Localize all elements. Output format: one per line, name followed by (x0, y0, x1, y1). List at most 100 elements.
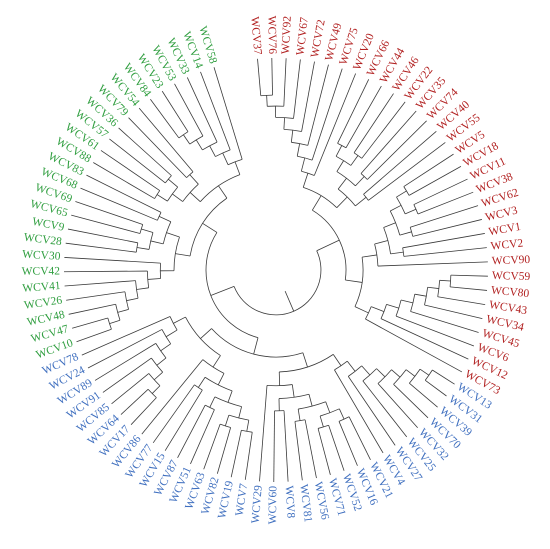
branch-stem (218, 185, 228, 199)
branch-stem (403, 153, 454, 187)
branch-stem (408, 166, 462, 196)
branch-stem (301, 61, 315, 132)
branch-stem (390, 204, 402, 212)
branch-stem (216, 427, 232, 474)
branch-stem (328, 425, 345, 471)
branch-arc (297, 155, 313, 161)
branch-stem (353, 93, 394, 154)
branch-stem (432, 369, 455, 385)
branch-arc (354, 257, 364, 307)
branch-stem (153, 371, 163, 381)
branch-stem (224, 414, 230, 427)
branch-stem (425, 379, 447, 397)
branch-stem (346, 360, 356, 372)
branch-stem (427, 286, 439, 289)
root-stem (284, 290, 295, 312)
branch-stem (409, 382, 438, 408)
branch-stem (266, 95, 268, 107)
branch-stem (168, 178, 178, 188)
branch-stem (437, 296, 486, 306)
branch-stem (360, 110, 417, 174)
branch-arc (337, 142, 347, 149)
branch-arc (227, 158, 243, 166)
branch-stem (450, 286, 488, 291)
branch-stem (390, 251, 404, 255)
branch-stem (307, 64, 329, 146)
branch-stem (410, 205, 479, 228)
branch-stem (419, 368, 430, 376)
branch-arc (403, 186, 410, 196)
branch-stem (362, 254, 377, 258)
branch-stem (200, 328, 212, 339)
branch-stem (336, 196, 348, 208)
branch-stem (391, 369, 401, 378)
branch-stem (246, 420, 250, 432)
branch-stem (361, 101, 406, 159)
branch-stem (80, 187, 158, 221)
leaf-label: WCV30 (22, 249, 61, 263)
branch-stem (335, 145, 343, 157)
branch-stem (376, 368, 386, 378)
branch-stem (195, 139, 203, 151)
leaf-label: WCV8 (283, 485, 297, 518)
branch-stem (189, 174, 199, 185)
branch-arc (334, 360, 348, 371)
leaf-label: WCV26 (23, 294, 63, 311)
branch-arc (211, 328, 304, 358)
tree-branches (64, 58, 488, 482)
branch-stem (355, 196, 367, 207)
branch-arc (395, 299, 402, 317)
branch-stem (405, 369, 416, 377)
branch-stem (71, 214, 141, 234)
branch-arc (312, 209, 347, 281)
branch-arc (215, 149, 231, 157)
leaf-label: WCV42 (22, 265, 61, 277)
branch-stem (150, 98, 180, 139)
branch-arc (194, 384, 203, 391)
branch-arc (260, 94, 273, 97)
branch-stem (259, 385, 268, 482)
branch-arc (199, 174, 241, 202)
branch-stem (64, 270, 148, 273)
branch-stem (244, 432, 253, 480)
branch-stem (86, 174, 162, 213)
branch-arc (380, 304, 387, 319)
branch-stem (319, 415, 324, 428)
branch-stem (147, 278, 161, 280)
leaf-label: WCV76 (265, 16, 278, 55)
branch-stem (165, 329, 178, 338)
branch-arc (393, 369, 407, 385)
branch-stem (138, 107, 194, 173)
branch-stem (141, 359, 204, 435)
branch-stem (173, 316, 186, 324)
branch-stem (338, 421, 358, 466)
branch-stem (118, 127, 172, 176)
leaf-label: WCV59 (492, 270, 531, 283)
branch-stem (424, 304, 483, 320)
branch-stem (325, 401, 331, 413)
branch-stem (410, 311, 479, 333)
branch-stem (365, 318, 463, 373)
branch-stem (361, 365, 371, 376)
branch-stem (197, 377, 206, 388)
branch-stem (393, 383, 429, 419)
branch-stem (100, 150, 160, 191)
branch-stem (317, 428, 331, 476)
branch-stem (253, 337, 259, 355)
branch-stem (380, 318, 469, 360)
branch-stem (450, 274, 488, 277)
branch-stem (68, 303, 116, 315)
branch-stem (202, 222, 218, 233)
branch-stem (166, 232, 180, 238)
branch-stem (311, 68, 343, 161)
leaf-label: WCV60 (267, 486, 279, 525)
branch-arc (337, 188, 356, 207)
branch-arc (228, 414, 249, 421)
branch-stem (65, 242, 137, 253)
branch-stem (417, 191, 474, 215)
branch-stem (374, 240, 388, 245)
branch-arc (205, 232, 259, 339)
branch-arc (335, 155, 352, 166)
